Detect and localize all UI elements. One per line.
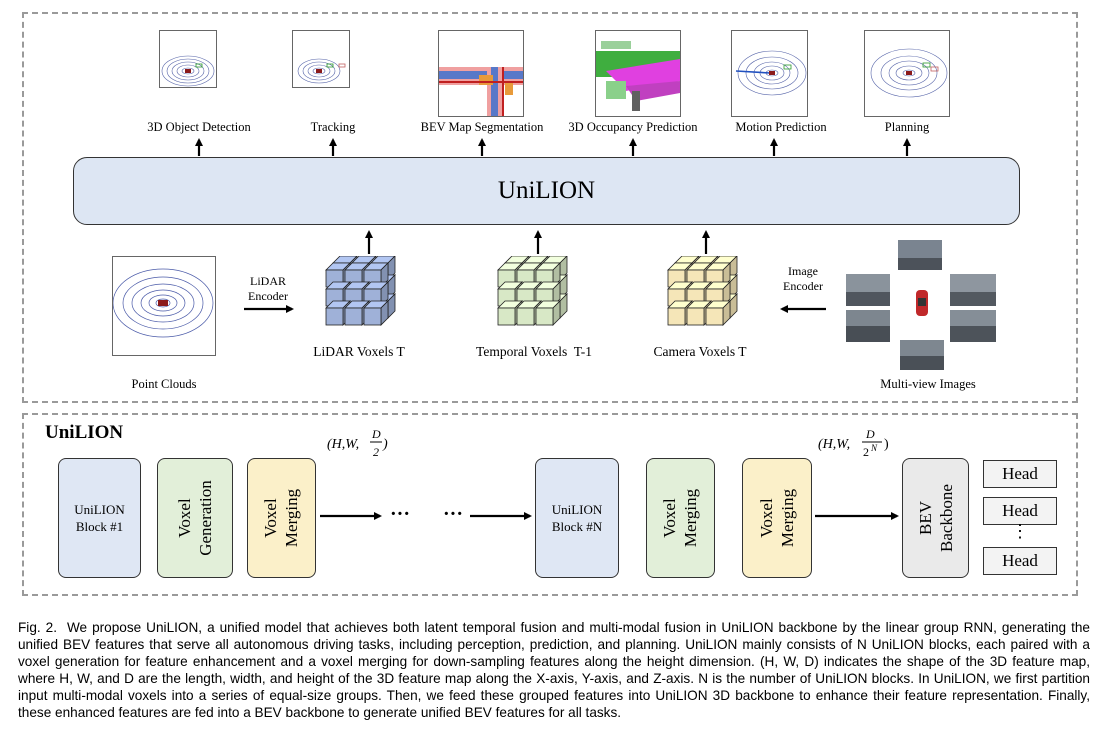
voxel-cube [363, 300, 389, 326]
shape-formula-1: (H,W, D 2 ) [327, 427, 388, 459]
ellipsis-2: ··· [443, 503, 464, 525]
figure-number: Fig. 2. [18, 620, 57, 635]
task-label-occupancy: 3D Occupancy Prediction [568, 120, 698, 134]
voxel-merging-block-2: Voxel Merging [646, 458, 715, 578]
svg-text:): ) [382, 437, 388, 452]
detection-thumbnail [159, 30, 217, 88]
voxel-merging-block-1: Voxel Merging [247, 458, 316, 578]
svg-text:(H,W,: (H,W, [818, 437, 850, 452]
planning-thumbnail [864, 30, 950, 117]
unilion-block-n: UniLION Block #N [535, 458, 619, 578]
shape-formula-2: (H,W, D 2 N ) [818, 427, 889, 459]
multi-view-images-label: Multi-view Images [880, 377, 976, 391]
figure-caption: Fig. 2. We propose UniLION, a unified mo… [18, 619, 1090, 721]
task-label-tracking: Tracking [310, 120, 356, 134]
voxel-cube [705, 300, 731, 326]
voxel-cube [363, 281, 389, 307]
ellipsis-1: ··· [390, 503, 411, 525]
svg-text:2: 2 [373, 445, 379, 459]
point-cloud-image [112, 256, 216, 356]
motion-thumbnail [731, 30, 808, 117]
image-encoder-label: Image Encoder [783, 264, 823, 293]
unilion-block-1-label: UniLION Block #1 [74, 502, 125, 534]
multi-view-images [846, 240, 998, 374]
svg-text:D: D [865, 428, 875, 441]
occupancy-thumbnail [595, 30, 681, 117]
tracking-thumbnail [292, 30, 350, 88]
unilion-model-bar: UniLION [73, 157, 1020, 225]
point-clouds-label: Point Clouds [131, 377, 197, 391]
head-box-2: Head [983, 497, 1057, 525]
task-label-detection: 3D Object Detection [147, 120, 251, 134]
bottom-panel-frame [22, 413, 1078, 596]
voxel-merging-label-1: Voxel Merging [261, 488, 302, 548]
bev-backbone-block: BEV Backbone [902, 458, 969, 578]
voxel-generation-block: Voxel Generation [157, 458, 233, 578]
temporal-voxel-cubes [497, 256, 568, 326]
head-vdots: ⋮ [1011, 521, 1029, 541]
voxel-cube [535, 300, 561, 326]
head-box-3: Head [983, 547, 1057, 575]
voxel-merging-block-3: Voxel Merging [742, 458, 812, 578]
task-label-motion: Motion Prediction [735, 120, 827, 134]
voxel-merging-label-3: Voxel Merging [757, 488, 797, 548]
caption-text: We propose UniLION, a unified model that… [18, 620, 1090, 720]
svg-text:D: D [371, 428, 381, 441]
segmentation-thumbnail [438, 30, 524, 117]
task-label-planning: Planning [884, 120, 930, 134]
unilion-block-1: UniLION Block #1 [58, 458, 141, 578]
voxel-generation-label: Voxel Generation [175, 480, 215, 556]
shape-label-1: (H,W, D 2 ) [327, 427, 397, 469]
diagram-arrows [195, 138, 911, 520]
top-panel-frame [22, 12, 1078, 403]
svg-text:2: 2 [863, 445, 869, 459]
lidar-encoder-label: LiDAR Encoder [248, 274, 288, 303]
head-box-1: Head [983, 460, 1057, 488]
camera-voxel-cubes [667, 256, 738, 326]
temporal-voxels-label: Temporal Voxels T-1 [476, 344, 592, 359]
voxel-merging-label-2: Voxel Merging [660, 488, 701, 548]
shape-label-2: (H,W, D 2 N ) [818, 427, 896, 469]
lidar-voxel-cubes [325, 256, 396, 326]
svg-text:(H,W,: (H,W, [327, 437, 359, 452]
unilion-block-n-label: UniLION Block #N [551, 502, 603, 534]
lidar-voxels-label: LiDAR Voxels T [313, 344, 405, 359]
bev-backbone-label: BEV Backbone [915, 484, 956, 552]
svg-text:N: N [870, 443, 878, 453]
task-label-segmentation: BEV Map Segmentation [420, 120, 544, 134]
bottom-panel-title: UniLION [45, 422, 124, 443]
svg-text:): ) [884, 437, 889, 452]
camera-voxels-label: Camera Voxels T [653, 344, 747, 359]
